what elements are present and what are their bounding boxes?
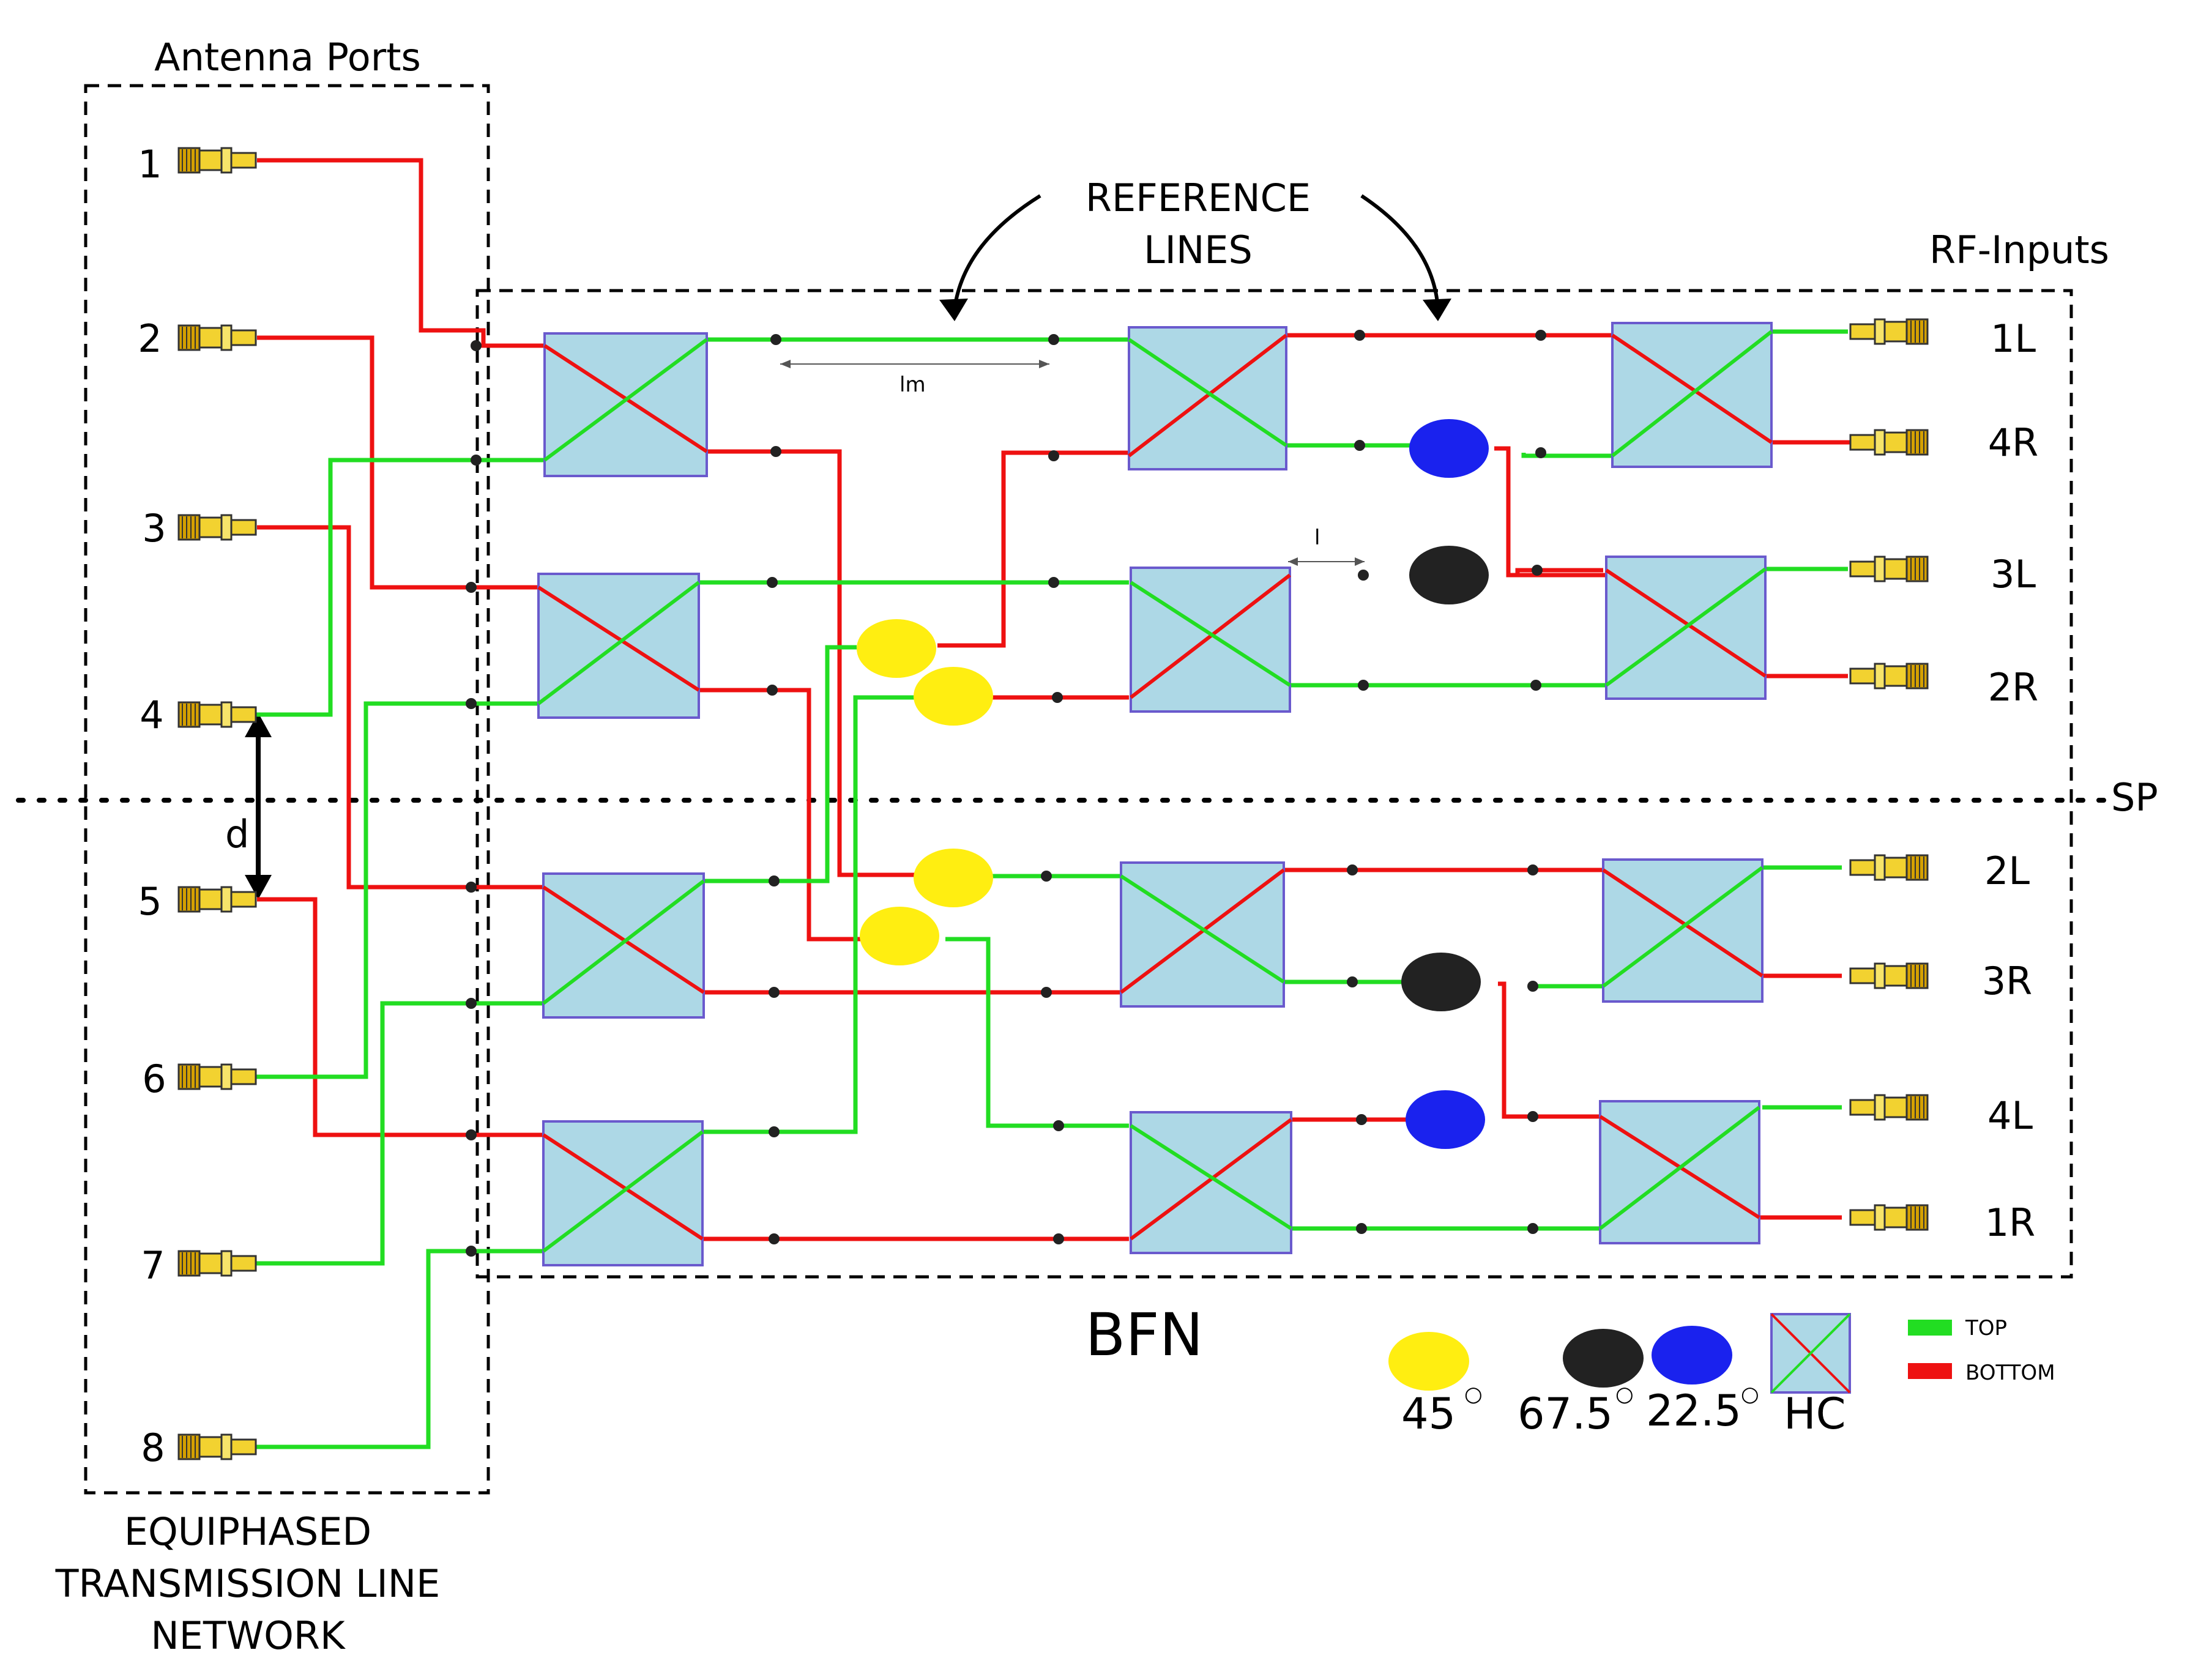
- equiphased-label-3: NETWORK: [151, 1613, 346, 1658]
- hybrid-coupler: [1602, 858, 1764, 1003]
- hybrid-coupler: [1128, 326, 1287, 470]
- rf-input-label: 2R: [1988, 665, 2039, 710]
- legend-67-5-label: 67.5: [1518, 1389, 1613, 1439]
- sma-connector-icon: [177, 886, 257, 913]
- reference-arrow-right: [1360, 194, 1451, 321]
- equiphased-network-box: [84, 84, 490, 1495]
- sma-connector-icon: [1849, 556, 1929, 582]
- antenna-port-label: 7: [141, 1243, 165, 1288]
- antenna-port-label: 3: [142, 506, 166, 551]
- rf-input-connectors: [1849, 318, 1929, 1231]
- legend-degree-mark: ○: [1464, 1382, 1483, 1407]
- reference-lines-label-2: LINES: [1144, 228, 1253, 272]
- phase-shifter-22-5: [1409, 419, 1489, 478]
- sma-connector-icon: [1849, 962, 1929, 989]
- legend-hc-swatch: [1770, 1313, 1851, 1394]
- equiphased-label-2: TRANSMISSION LINE: [55, 1561, 441, 1606]
- legend-hc-label: HC: [1784, 1389, 1846, 1439]
- sma-connector-icon: [1849, 1204, 1929, 1231]
- reference-lines-label-1: REFERENCE: [1086, 176, 1311, 220]
- antenna-port-label: 1: [138, 142, 162, 187]
- sma-connector-icon: [177, 1250, 257, 1277]
- hybrid-coupler: [543, 332, 708, 477]
- legend: 45 ○ 67.5 ○ 22.5 ○ HC TOP BOTTOM: [1388, 1313, 2055, 1439]
- sma-connector-icon: [1849, 429, 1929, 456]
- sma-connector-icon: [177, 701, 257, 728]
- hybrid-coupler: [1130, 1111, 1292, 1254]
- antenna-port-label: 8: [141, 1425, 165, 1470]
- junction-dots: [466, 330, 1546, 1257]
- sma-connector-icon: [177, 1063, 257, 1090]
- hybrid-coupler: [1599, 1100, 1760, 1244]
- hybrid-coupler: [1120, 861, 1285, 1008]
- phase-shifter-45: [914, 667, 993, 726]
- lm-dimension-arrow: [780, 360, 1049, 368]
- legend-bottom-label: BOTTOM: [1965, 1361, 2055, 1385]
- hybrid-coupler: [537, 573, 700, 719]
- rf-input-label: 4L: [1987, 1093, 2033, 1138]
- rf-input-label: 4R: [1988, 420, 2039, 465]
- sp-label: SP: [2111, 775, 2158, 820]
- sma-connector-icon: [177, 147, 257, 174]
- legend-22-5-label: 22.5: [1646, 1386, 1741, 1436]
- phase-shifter-67-5: [1409, 546, 1489, 604]
- hybrid-coupler: [1130, 567, 1291, 713]
- phase-shifter-22-5: [1406, 1090, 1485, 1149]
- sma-connector-icon: [1849, 318, 1929, 345]
- antenna-port-label: 5: [138, 879, 162, 924]
- legend-top-swatch: [1908, 1320, 1952, 1336]
- d-dimension-arrow: [245, 713, 272, 899]
- phase-shifter-45: [914, 849, 993, 907]
- reference-arrow-left: [939, 194, 1041, 321]
- hybrid-coupler: [1611, 322, 1773, 468]
- rf-inputs-label: RF-Inputs: [1929, 228, 2109, 272]
- phase-shifter-67-5: [1401, 953, 1481, 1011]
- legend-45-label: 45: [1401, 1389, 1456, 1439]
- legend-bottom-swatch: [1908, 1363, 1952, 1379]
- rf-input-label: 3R: [1982, 959, 2033, 1003]
- sma-connector-icon: [177, 324, 257, 351]
- rf-input-label: 1L: [1991, 316, 2036, 361]
- legend-45-swatch: [1388, 1332, 1469, 1391]
- hybrid-coupler: [1605, 556, 1767, 700]
- sma-connector-icon: [177, 514, 257, 541]
- rf-input-label: 3L: [1991, 552, 2036, 597]
- legend-degree-mark: ○: [1615, 1382, 1634, 1407]
- sma-connector-icon: [177, 1433, 257, 1460]
- rf-input-label: 1R: [1985, 1200, 2036, 1245]
- legend-degree-mark: ○: [1741, 1382, 1759, 1407]
- antenna-port-label: 2: [138, 316, 162, 361]
- hybrid-coupler: [542, 1120, 704, 1266]
- antenna-port-label: 4: [140, 693, 163, 737]
- legend-top-label: TOP: [1965, 1316, 2007, 1340]
- bfn-label: BFN: [1086, 1301, 1204, 1369]
- sma-connector-icon: [1849, 1094, 1929, 1121]
- d-label: d: [225, 812, 249, 857]
- l-dimension-arrow: [1288, 557, 1365, 566]
- bfn-box: [475, 289, 2073, 1279]
- equiphased-label-1: EQUIPHASED: [124, 1509, 371, 1554]
- legend-67-5-swatch: [1563, 1329, 1644, 1388]
- sma-connector-icon: [1849, 854, 1929, 881]
- sma-connector-icon: [1849, 663, 1929, 689]
- hybrid-coupler: [542, 872, 705, 1019]
- rf-input-label: 2L: [1984, 849, 2030, 893]
- phase-shifter-45: [857, 619, 936, 678]
- l-label: l: [1314, 526, 1320, 550]
- phase-shifter-45: [860, 907, 939, 965]
- antenna-port-label: 6: [142, 1057, 166, 1101]
- legend-22-5-swatch: [1652, 1326, 1732, 1385]
- antenna-ports-label: Antenna Ports: [154, 35, 421, 80]
- lm-label: lm: [899, 373, 926, 397]
- antenna-connectors: [177, 147, 257, 1460]
